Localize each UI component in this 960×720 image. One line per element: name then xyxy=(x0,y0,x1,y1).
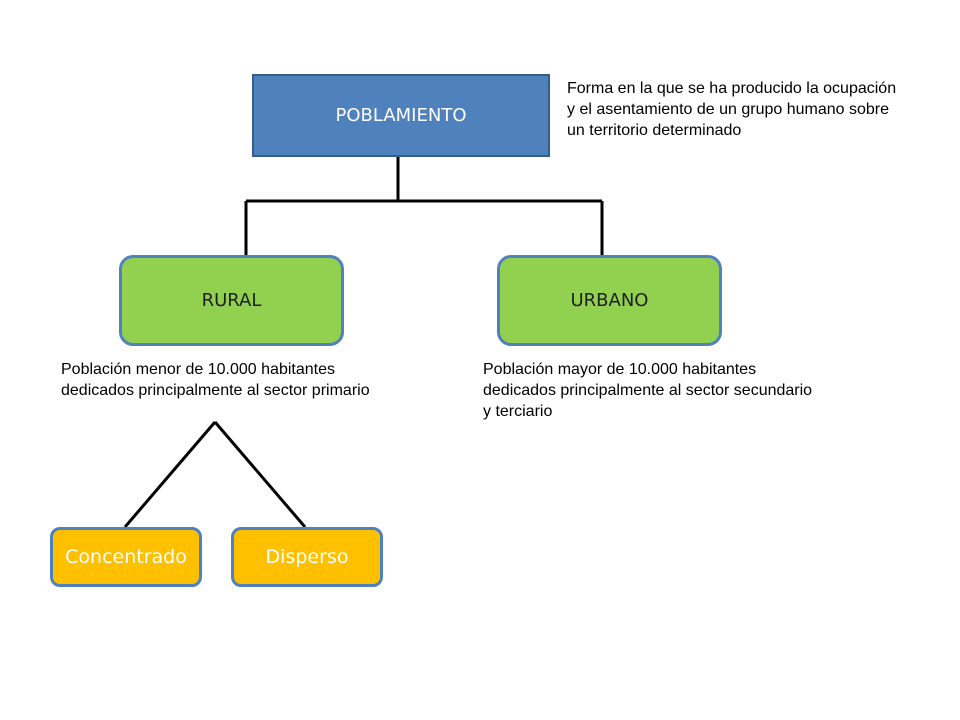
rural-description: Población menor de 10.000 habitantes ded… xyxy=(61,361,370,399)
definition-text: Forma en la que se ha producido la ocupa… xyxy=(567,80,897,139)
node-urbano: URBANO xyxy=(497,255,722,346)
node-disperso-label: Disperso xyxy=(265,546,349,568)
node-poblamiento: POBLAMIENTO xyxy=(252,74,550,157)
node-concentrado: Concentrado xyxy=(50,527,202,587)
node-rural: RURAL xyxy=(119,255,344,346)
node-urbano-label: URBANO xyxy=(570,290,649,311)
urbano-description: Población mayor de 10.000 habitantes ded… xyxy=(483,361,813,420)
connector-disperso-branch xyxy=(213,421,307,528)
node-poblamiento-label: POBLAMIENTO xyxy=(335,105,467,126)
node-rural-label: RURAL xyxy=(201,290,262,311)
node-concentrado-label: Concentrado xyxy=(65,546,187,568)
node-disperso: Disperso xyxy=(231,527,383,587)
connector-concentrado-branch xyxy=(123,421,217,528)
